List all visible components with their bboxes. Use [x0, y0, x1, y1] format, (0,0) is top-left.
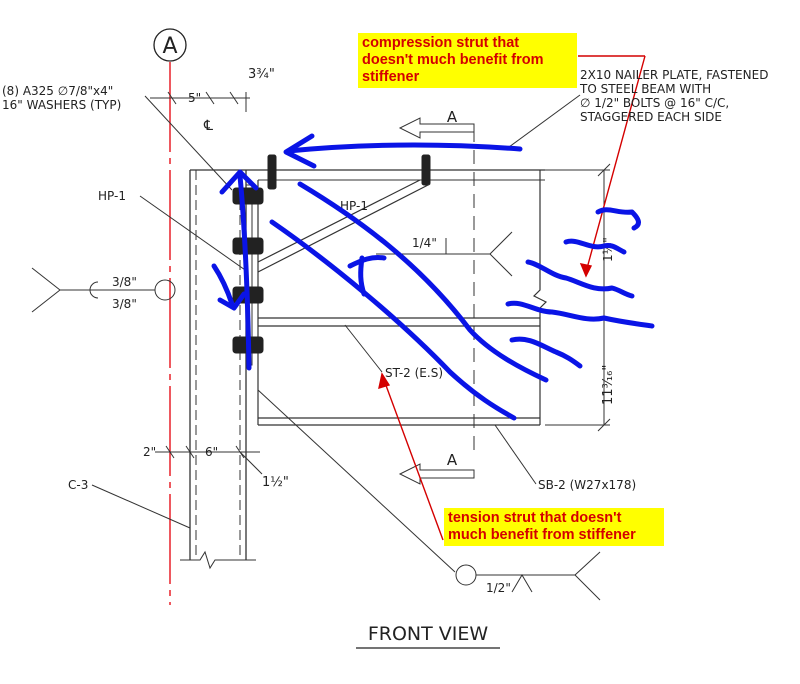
- dim-vert-main: 11³⁄₁₆": [601, 365, 616, 405]
- st2-label: ST-2 (E.S): [385, 366, 443, 380]
- nailer-note: 2X10 NAILER PLATE, FASTENED TO STEEL BEA…: [580, 68, 800, 124]
- weld-top-label: 1/4": [412, 236, 437, 250]
- compression-arrow: [285, 142, 523, 154]
- weld-symbol-bottom: [455, 551, 601, 601]
- view-title: FRONT VIEW: [368, 623, 489, 645]
- section-label-bottom: A: [447, 451, 458, 469]
- grid-bubble: [153, 28, 187, 62]
- hp1-right-label: HP-1: [340, 199, 368, 213]
- bolt-note-line-1: (8) A325 ∅7/8"x4": [2, 84, 114, 98]
- leader-bolts: [144, 95, 233, 191]
- bolt-note-line-2: 16" WASHERS (TYP): [2, 98, 122, 112]
- dimension-top: [150, 91, 250, 112]
- dim-vert-top: 1¼": [601, 237, 615, 262]
- vertical-arrow: [237, 173, 252, 371]
- weld-bottom-leader: [257, 389, 456, 573]
- nailer-note-line-3: ∅ 1/2" BOLTS @ 16" C/C,: [580, 96, 730, 110]
- compression-arrow-head: [283, 133, 317, 169]
- centerline-mark: ℄: [203, 118, 213, 134]
- tension-stroke-4: [358, 255, 367, 297]
- compression-callout: compression strut that doesn't much bene…: [358, 33, 577, 88]
- tension-stroke-3: [347, 255, 387, 269]
- stiffener-st2: [257, 179, 431, 273]
- dim-1-2: 1½": [262, 475, 289, 490]
- tension-stroke-2: [269, 219, 517, 421]
- squiggle-4: [505, 300, 655, 329]
- squiggle-5: [509, 336, 583, 369]
- nailer-note-line-1: 2X10 NAILER PLATE, FASTENED: [580, 68, 769, 82]
- nailer-note-line-4: STAGGERED EACH SIDE: [580, 110, 722, 124]
- c3-label: C-3: [68, 478, 88, 492]
- bolt-note: (8) A325 ∅7/8"x4" 16" WASHERS (TYP): [2, 84, 162, 112]
- dim-6: 6": [205, 445, 218, 459]
- section-arrow-top: [398, 117, 475, 139]
- blue-markup: [211, 133, 655, 421]
- dim-5: 5": [188, 91, 201, 105]
- callout-arrows: [378, 55, 646, 541]
- dimension-vertical: [545, 163, 611, 432]
- sb2-leader: [494, 424, 537, 485]
- hp1-left-label: HP-1: [98, 189, 126, 203]
- section-label-top: A: [447, 108, 458, 126]
- vertical-arrow-head: [219, 169, 259, 195]
- weld-left-bottom: 3/8": [112, 297, 137, 311]
- weld-bottom-label: 1/2": [486, 581, 511, 595]
- tension-callout: tension strut that doesn't much benefit …: [444, 508, 664, 546]
- tension-stroke-1: [297, 181, 549, 383]
- dim-2: 2": [143, 445, 156, 459]
- weld-left-top: 3/8": [112, 275, 137, 289]
- nailer-leader: [504, 94, 581, 151]
- hp1-left-leader: [139, 195, 249, 273]
- sb2-label: SB-2 (W27x178): [538, 478, 636, 492]
- section-arrow-bottom: [398, 463, 475, 485]
- dimension-bottom: [155, 445, 263, 475]
- down-arrow: [211, 263, 235, 307]
- down-arrow-head: [217, 291, 247, 311]
- st2-leader: [344, 324, 383, 373]
- dim-3-4: 3¾": [248, 67, 275, 82]
- c3-leader: [91, 484, 191, 529]
- weld-symbol-left: [31, 267, 176, 313]
- nailer-note-line-2: TO STEEL BEAM WITH: [580, 82, 712, 96]
- grid-bubble-label: A: [162, 34, 177, 59]
- squiggle-1: [595, 207, 641, 231]
- beam-sb2: [257, 170, 548, 426]
- squiggle-3: [525, 259, 635, 299]
- squiggle-2: [563, 238, 627, 255]
